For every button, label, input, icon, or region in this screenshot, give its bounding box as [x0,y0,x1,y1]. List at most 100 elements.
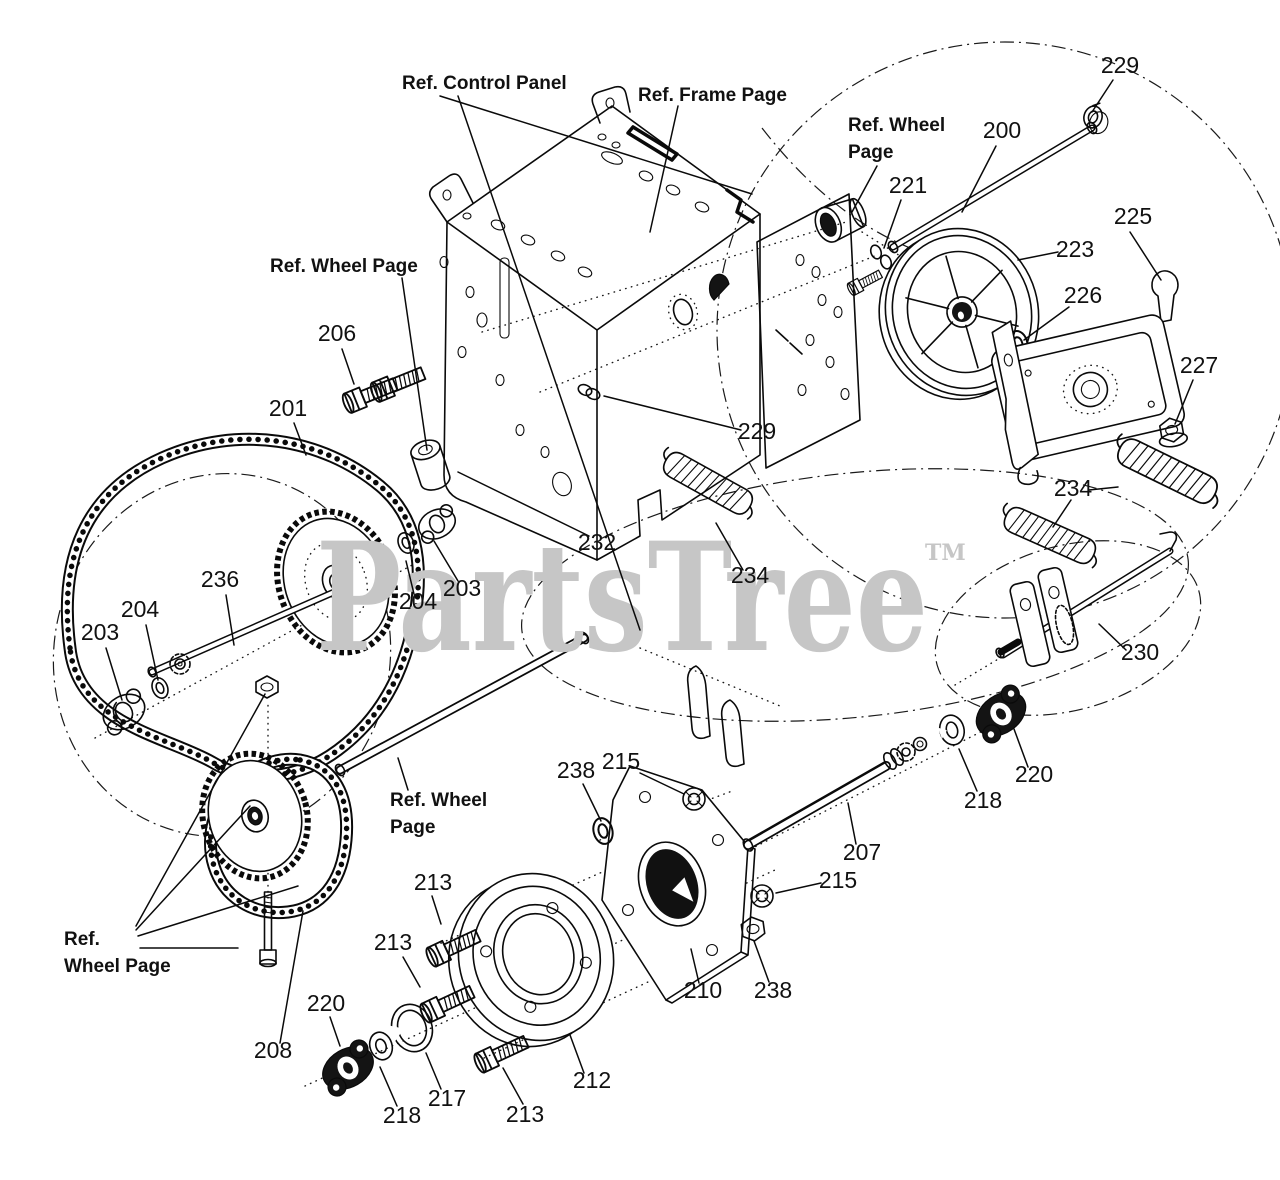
part-label-232-9-leader [457,471,590,537]
ref-control-panel: Ref. Control Panel [402,73,567,94]
part-label-218-31-leader [379,1066,398,1107]
part-label-213-29: 213 [506,1101,544,1127]
part-label-225-3: 225 [1114,203,1152,229]
ref-wheel-page-top-right-leader [851,165,878,213]
part-label-217-30: 217 [428,1085,466,1111]
sprocket-upper [274,508,398,656]
part-label-220-23: 220 [1015,761,1053,787]
cover-plate-225 [991,314,1185,462]
part-label-201-8-leader [293,422,307,456]
part-label-238-26-leader [753,940,770,983]
part-label-203-15-leader [105,647,123,701]
part-label-218-22: 218 [964,787,1002,813]
spring-234-lower [995,501,1105,570]
part-label-208-33: 208 [254,1037,292,1063]
chain-201 [60,432,425,783]
ref-wheel-page-middle-leader [397,757,409,791]
bushing-221 [814,197,867,243]
friction-disc-assembly [313,665,928,1100]
part-label-234-12-leader [715,522,744,571]
part-label-210-25: 210 [684,977,722,1003]
nut-hex [255,675,279,699]
part-label-229-0-leader [1091,79,1114,113]
watermark: PartsTree [316,510,928,686]
part-label-213-29-leader [502,1067,524,1105]
part-label-229-0: 229 [1101,52,1139,78]
part-label-212-34-leader [569,1034,585,1074]
ref-wheel-page-bottom-left-leader [135,805,251,931]
ref-wheel-page-middle-line-1: Ref. Wheel [390,790,487,811]
part-label-236-13-leader [225,594,235,646]
part-label-200-1-leader [961,145,997,213]
part-label-204-14-leader [145,624,159,681]
part-label-215-24: 215 [819,867,857,893]
ref-frame-page: Ref. Frame Page [638,85,787,106]
part-label-208-33-leader [279,910,304,1044]
hex-shaft-207 [742,736,928,852]
part-label-217-30-leader [425,1052,442,1090]
idler-axle-230 [995,531,1178,668]
bolt-206-b [367,362,428,405]
bearing-203-mid [417,504,457,544]
bolt-208-long [259,891,277,968]
stud-bolt-wheel [845,267,885,298]
right-wheel-assembly [654,102,1228,748]
part-label-213-27: 213 [414,869,452,895]
part-label-226-5-leader [1023,306,1070,341]
part-label-221-2-leader [883,199,902,249]
part-label-220-23-leader [1013,728,1029,768]
part-label-207-21-leader [847,802,857,845]
washer-pair-221 [869,244,893,270]
bearing-220-lower [313,1036,383,1100]
ref-wheel-page-top-right-line-1: Ref. Wheel [848,115,945,136]
star-sprocket-left [169,653,191,675]
watermark-trademark: TM [925,540,966,566]
part-label-234-11: 234 [1054,475,1093,501]
bearing-220-right [965,680,1037,748]
disc-212 [447,872,615,1048]
part-label-238-26: 238 [754,977,792,1003]
part-label-238-19-leader [582,783,602,822]
flange-nut-227 [1158,417,1189,448]
part-label-236-13: 236 [201,566,239,592]
part-label-229-10-leader [603,395,742,431]
ring-217 [387,1003,434,1053]
left-chain-drive [60,362,590,783]
part-label-227-6-leader [1174,379,1194,425]
ref-wheel-page-top-left: Ref. Wheel Page [270,256,418,277]
ref-wheel-page-top-left-leader [401,277,428,451]
part-labels: 2292002212252232262272062012322292342342… [64,52,1218,1128]
part-label-220-32-leader [329,1016,341,1047]
part-label-223-4-leader [1017,251,1059,261]
ref-control-panel-leader [439,95,753,195]
part-label-203-17: 203 [443,575,481,601]
part-label-213-28: 213 [374,929,412,955]
lower-chain-drive [199,675,354,968]
washer-204-left [148,674,172,702]
phantom-outlines [52,41,1280,838]
bearing-203-left [102,688,146,736]
clip-225 [1151,270,1179,323]
part-label-201-8: 201 [269,395,307,421]
part-label-225-3-leader [1129,231,1162,281]
part-label-212-34: 212 [573,1067,611,1093]
ref-wheel-page-bottom-left-leader [137,885,299,937]
washer-218-right [937,714,966,746]
ref-wheel-page-bottom-left-line-2: Wheel Page [64,956,171,977]
part-label-238-19: 238 [557,757,595,783]
part-label-227-6: 227 [1180,352,1218,378]
ref-wheel-page-bottom-left-line-1: Ref. [64,929,100,950]
axle-200 [887,121,1098,254]
part-label-206-7-leader [341,348,355,385]
part-label-218-31: 218 [383,1102,421,1128]
spring-234-right [1107,431,1228,511]
part-label-204-16-leader [405,560,415,595]
nut-238-lower [740,916,766,942]
washer-218-lower [368,1031,394,1061]
part-label-203-17-leader [433,540,459,582]
frame-deck-holes [462,133,710,278]
part-label-229-10: 229 [738,418,776,444]
part-label-230-18-leader [1098,623,1127,651]
part-label-210-25-leader [690,948,700,984]
